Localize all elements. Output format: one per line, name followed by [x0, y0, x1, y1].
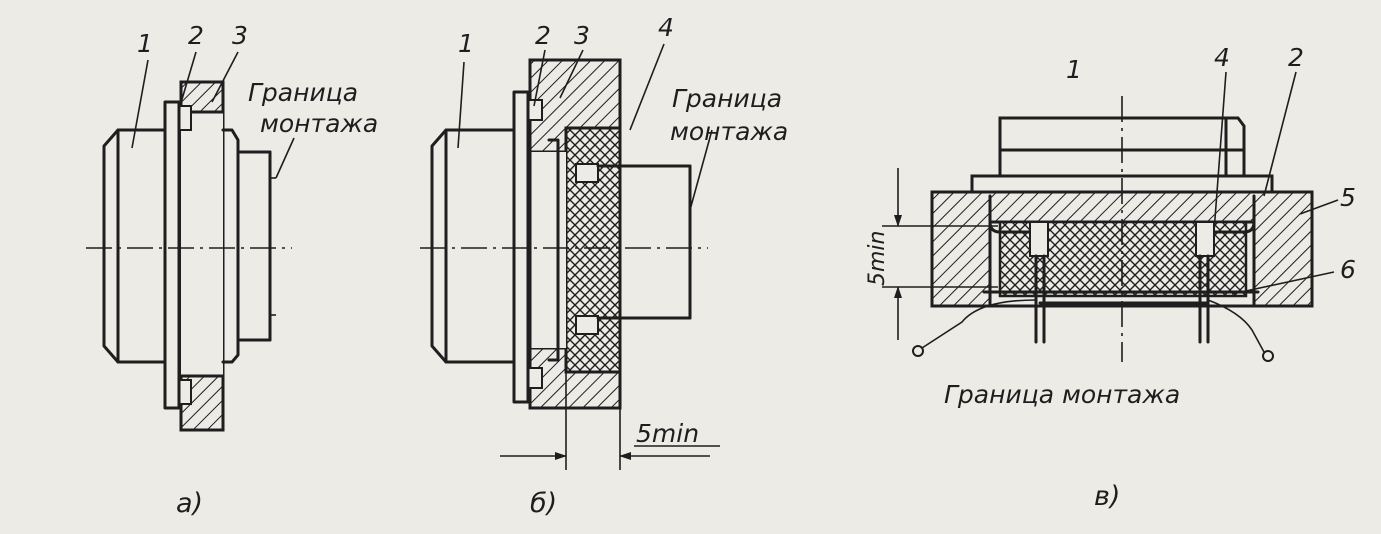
flange: [512, 90, 530, 404]
figure-b: [420, 43, 720, 470]
connector-body: [430, 128, 516, 364]
callout-c-2: 2: [1288, 43, 1304, 72]
connector-body: [102, 128, 167, 364]
mount-boundary-b-line2: монтажа: [670, 117, 788, 146]
gasket-bottom: [178, 379, 192, 405]
callout-c-1: 1: [1066, 55, 1082, 84]
labels: 1 2 3 Граница монтажа а) 1 2 3 4 Граница…: [137, 13, 1356, 519]
callout-a-3: 3: [232, 21, 248, 50]
callout-a-1: 1: [137, 29, 153, 58]
wire-terminal-left: [912, 345, 924, 357]
caption-a: а): [176, 488, 203, 519]
caption-c: в): [1094, 481, 1120, 512]
flange: [163, 100, 181, 410]
mount-boundary-a-line1: Граница: [248, 78, 358, 107]
callout-b-4: 4: [658, 13, 674, 42]
caption-b: б): [530, 488, 557, 519]
dimension-c: 5min: [865, 231, 890, 286]
callout-b-2: 2: [535, 21, 551, 50]
callout-c-6: 6: [1340, 255, 1356, 284]
figure-c: [882, 71, 1339, 362]
mount-boundary-a-line2: монтажа: [260, 109, 378, 138]
mount-boundary-b-line1: Граница: [672, 84, 782, 113]
callout-c-4: 4: [1214, 43, 1230, 72]
dimension-b: 5min: [636, 419, 699, 448]
mount-boundary-c: Граница монтажа: [944, 380, 1180, 409]
callout-c-5: 5: [1340, 183, 1356, 212]
wire-terminal-right: [1262, 350, 1274, 362]
figure-a: [86, 51, 295, 432]
callout-b-3: 3: [574, 21, 590, 50]
callout-a-2: 2: [188, 21, 204, 50]
gasket-top: [178, 105, 192, 131]
callout-b-1: 1: [458, 29, 474, 58]
gasket-bottom: [527, 367, 543, 389]
